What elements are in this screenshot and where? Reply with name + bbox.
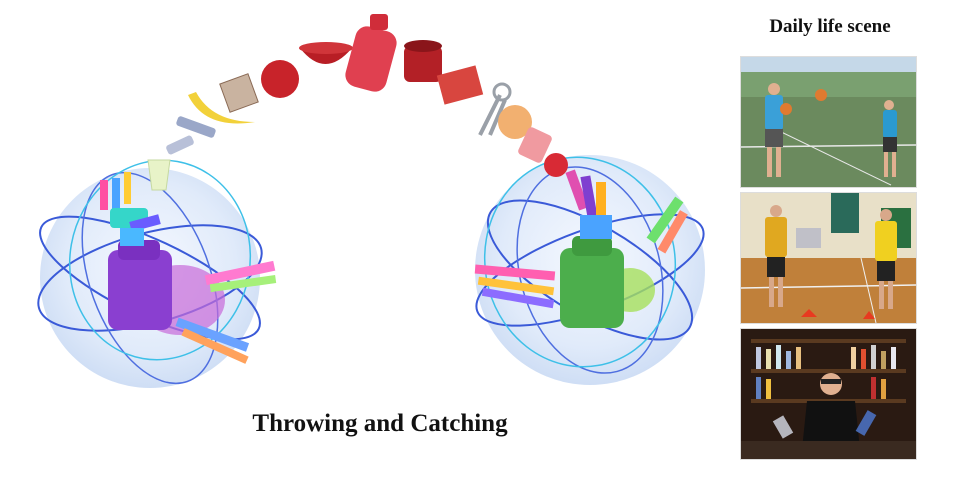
object-arc: [147, 14, 568, 191]
glue-stick-object: [166, 135, 194, 155]
apple-object: [261, 60, 299, 98]
box-object: [176, 116, 216, 138]
photo-bartender-throwing: [740, 328, 917, 460]
side-panel-title: Daily life scene: [769, 16, 891, 37]
ball-icon: [815, 89, 827, 101]
left-thrown-object: [108, 240, 225, 335]
ball-icon: [780, 103, 792, 115]
player-right: [883, 100, 897, 177]
bottle-shelf: [756, 345, 896, 399]
bowl-object: [299, 42, 353, 64]
small-box-object: [219, 73, 259, 113]
strawberry-object: [544, 153, 568, 177]
peach-object: [498, 105, 532, 139]
cup-object: [147, 159, 171, 191]
right-caught-object: [560, 236, 655, 328]
right-robot-hands: [474, 169, 688, 309]
photo-gym-catching: [740, 192, 917, 324]
throw-catch-illustration: [37, 14, 705, 388]
bottle-object: [345, 14, 397, 92]
can-object: [518, 127, 552, 163]
photo-court-throwing: [740, 56, 917, 188]
left-robot-hands: [100, 172, 277, 364]
mug-object: [404, 40, 442, 82]
player-right: [875, 209, 897, 309]
scissors-object: [478, 82, 512, 136]
player-left: [765, 205, 787, 307]
player-left: [765, 83, 783, 177]
figure-caption: Throwing and Catching: [252, 410, 508, 437]
banana-object: [188, 92, 255, 124]
cracker-box-object: [436, 65, 484, 105]
